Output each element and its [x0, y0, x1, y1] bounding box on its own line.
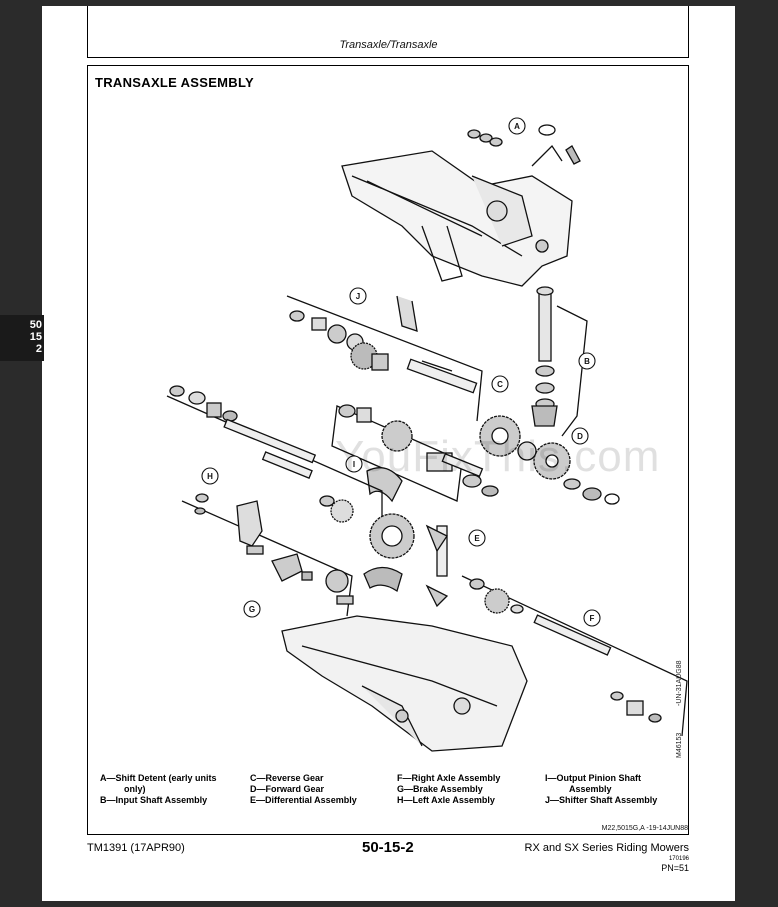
legend-column-1: A—Shift Detent (early units only) B—Inpu… — [100, 773, 217, 806]
footer-manual-title: RX and SX Series Riding Mowers — [524, 842, 689, 854]
exploded-view-diagram: A B C D E F G H I J — [166, 117, 688, 752]
footer-manual-number: TM1391 (17APR90) — [87, 842, 185, 854]
vertical-code-date: -UN-31AUG88 — [676, 660, 683, 706]
callout-g: G — [249, 605, 255, 614]
callout-c: C — [497, 380, 503, 389]
figure-frame — [87, 65, 689, 835]
legend-column-3: F—Right Axle Assembly G—Brake Assembly H… — [397, 773, 500, 806]
legend-item-i: I—Output Pinion Shaft — [545, 773, 641, 783]
footer-page-number: 50-15-2 — [362, 839, 414, 856]
legend-item-a: A—Shift Detent (early units — [100, 773, 217, 783]
section-title: TRANSAXLE ASSEMBLY — [95, 75, 255, 90]
legend-item-f: F—Right Axle Assembly — [397, 773, 501, 783]
header-rule-right — [688, 6, 689, 58]
page-header-title: Transaxle/Transaxle — [339, 39, 438, 51]
callout-i: I — [353, 460, 355, 469]
legend-item-b: B—Input Shaft Assembly — [100, 795, 208, 805]
manual-page: Transaxle/Transaxle TRANSAXLE ASSEMBLY — [42, 6, 735, 901]
figure-code: M22,5015G,A -19-14JUN88 — [601, 825, 688, 832]
footer-pn: PN=51 — [661, 863, 689, 873]
callout-e: E — [474, 534, 480, 543]
legend-item-a-cont: only) — [124, 784, 146, 794]
legend-item-d: D—Forward Gear — [250, 784, 325, 794]
header-rule-left — [87, 6, 88, 58]
legend-item-h: H—Left Axle Assembly — [397, 795, 495, 805]
side-tab-line-2: 15 — [29, 331, 42, 343]
callout-b: B — [584, 357, 590, 366]
legend-column-4: I—Output Pinion Shaft Assembly J—Shifter… — [545, 773, 657, 806]
legend-item-j: J—Shifter Shaft Assembly — [545, 795, 658, 805]
vertical-code-figure: M46153 — [676, 732, 683, 758]
legend-item-c: C—Reverse Gear — [250, 773, 324, 783]
legend-item-i-cont: Assembly — [569, 784, 612, 794]
side-tab-line-3: 2 — [35, 343, 42, 355]
watermark: YouFixThis.com — [335, 432, 661, 481]
section-side-tab: 50 15 2 — [0, 315, 44, 361]
legend-item-e: E—Differential Assembly — [250, 795, 357, 805]
legend-item-g: G—Brake Assembly — [397, 784, 483, 794]
footer-date-code: 170196 — [668, 856, 689, 862]
callout-d: D — [577, 432, 583, 441]
callout-h: H — [207, 472, 213, 481]
callout-j: J — [356, 292, 360, 301]
legend-column-2: C—Reverse Gear D—Forward Gear E—Differen… — [250, 773, 357, 806]
callout-a: A — [514, 122, 520, 131]
callout-f: F — [590, 614, 595, 623]
header-divider — [87, 57, 689, 58]
side-tab-line-1: 50 — [29, 319, 42, 331]
